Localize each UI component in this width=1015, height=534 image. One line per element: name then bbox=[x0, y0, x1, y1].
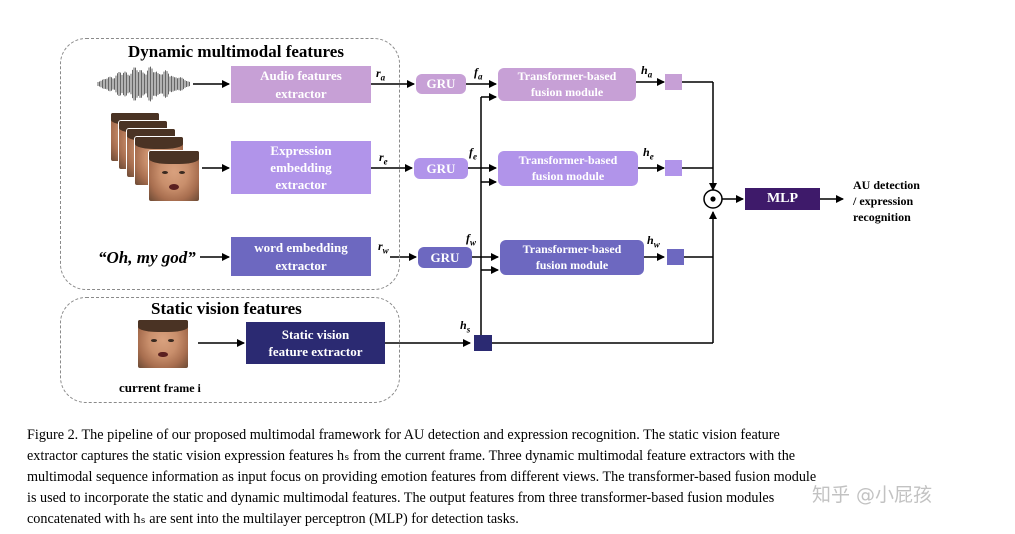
dynamic-features-group bbox=[60, 38, 400, 290]
label-h-s: hs bbox=[460, 318, 471, 335]
current-frame-label: current frame i bbox=[119, 380, 201, 395]
audio-waveform-icon bbox=[97, 66, 190, 102]
feature-square-audio bbox=[665, 74, 682, 90]
label-f-a: fa bbox=[474, 65, 483, 82]
dynamic-features-title: Dynamic multimodal features bbox=[128, 42, 344, 61]
mlp-block: MLP bbox=[745, 188, 820, 210]
static-features-group bbox=[60, 297, 400, 403]
caption-line: extractor captures the static vision exp… bbox=[27, 448, 796, 464]
gru-expression: GRU bbox=[414, 158, 468, 179]
output-label: AU detection / expression recognition bbox=[853, 178, 920, 225]
feature-square-expression bbox=[665, 160, 682, 176]
current-frame-face-image bbox=[137, 319, 189, 369]
label-h-w: hw bbox=[647, 233, 660, 250]
figure-caption: Figure 2. The pipeline of our proposed m… bbox=[27, 425, 975, 530]
connection-lines bbox=[97, 66, 844, 347]
feature-square-static bbox=[474, 335, 492, 351]
caption-line: Figure 2. The pipeline of our proposed m… bbox=[27, 427, 780, 443]
label-r-w: rw bbox=[378, 239, 389, 256]
gru-word: GRU bbox=[418, 247, 472, 268]
face-image bbox=[148, 150, 200, 202]
caption-line: multimodal sequence information as input… bbox=[27, 469, 817, 485]
label-f-e: fe bbox=[469, 145, 477, 162]
label-r-a: ra bbox=[376, 66, 386, 83]
label-r-e: re bbox=[379, 150, 388, 167]
label-f-w: fw bbox=[466, 231, 477, 248]
feature-square-word bbox=[667, 249, 684, 265]
caption-line: concatenated with hₛ are sent into the m… bbox=[27, 511, 519, 527]
watermark: 知乎 @小屁孩 bbox=[812, 484, 933, 506]
label-h-e: he bbox=[643, 145, 654, 162]
static-features-title: Static vision features bbox=[151, 299, 302, 318]
gru-audio: GRU bbox=[416, 74, 466, 94]
caption-line: is used to incorporate the static and dy… bbox=[27, 490, 775, 506]
speech-text-input: “Oh, my god” bbox=[98, 248, 196, 267]
concat-operator-icon bbox=[703, 189, 723, 209]
label-h-a: ha bbox=[641, 63, 653, 80]
